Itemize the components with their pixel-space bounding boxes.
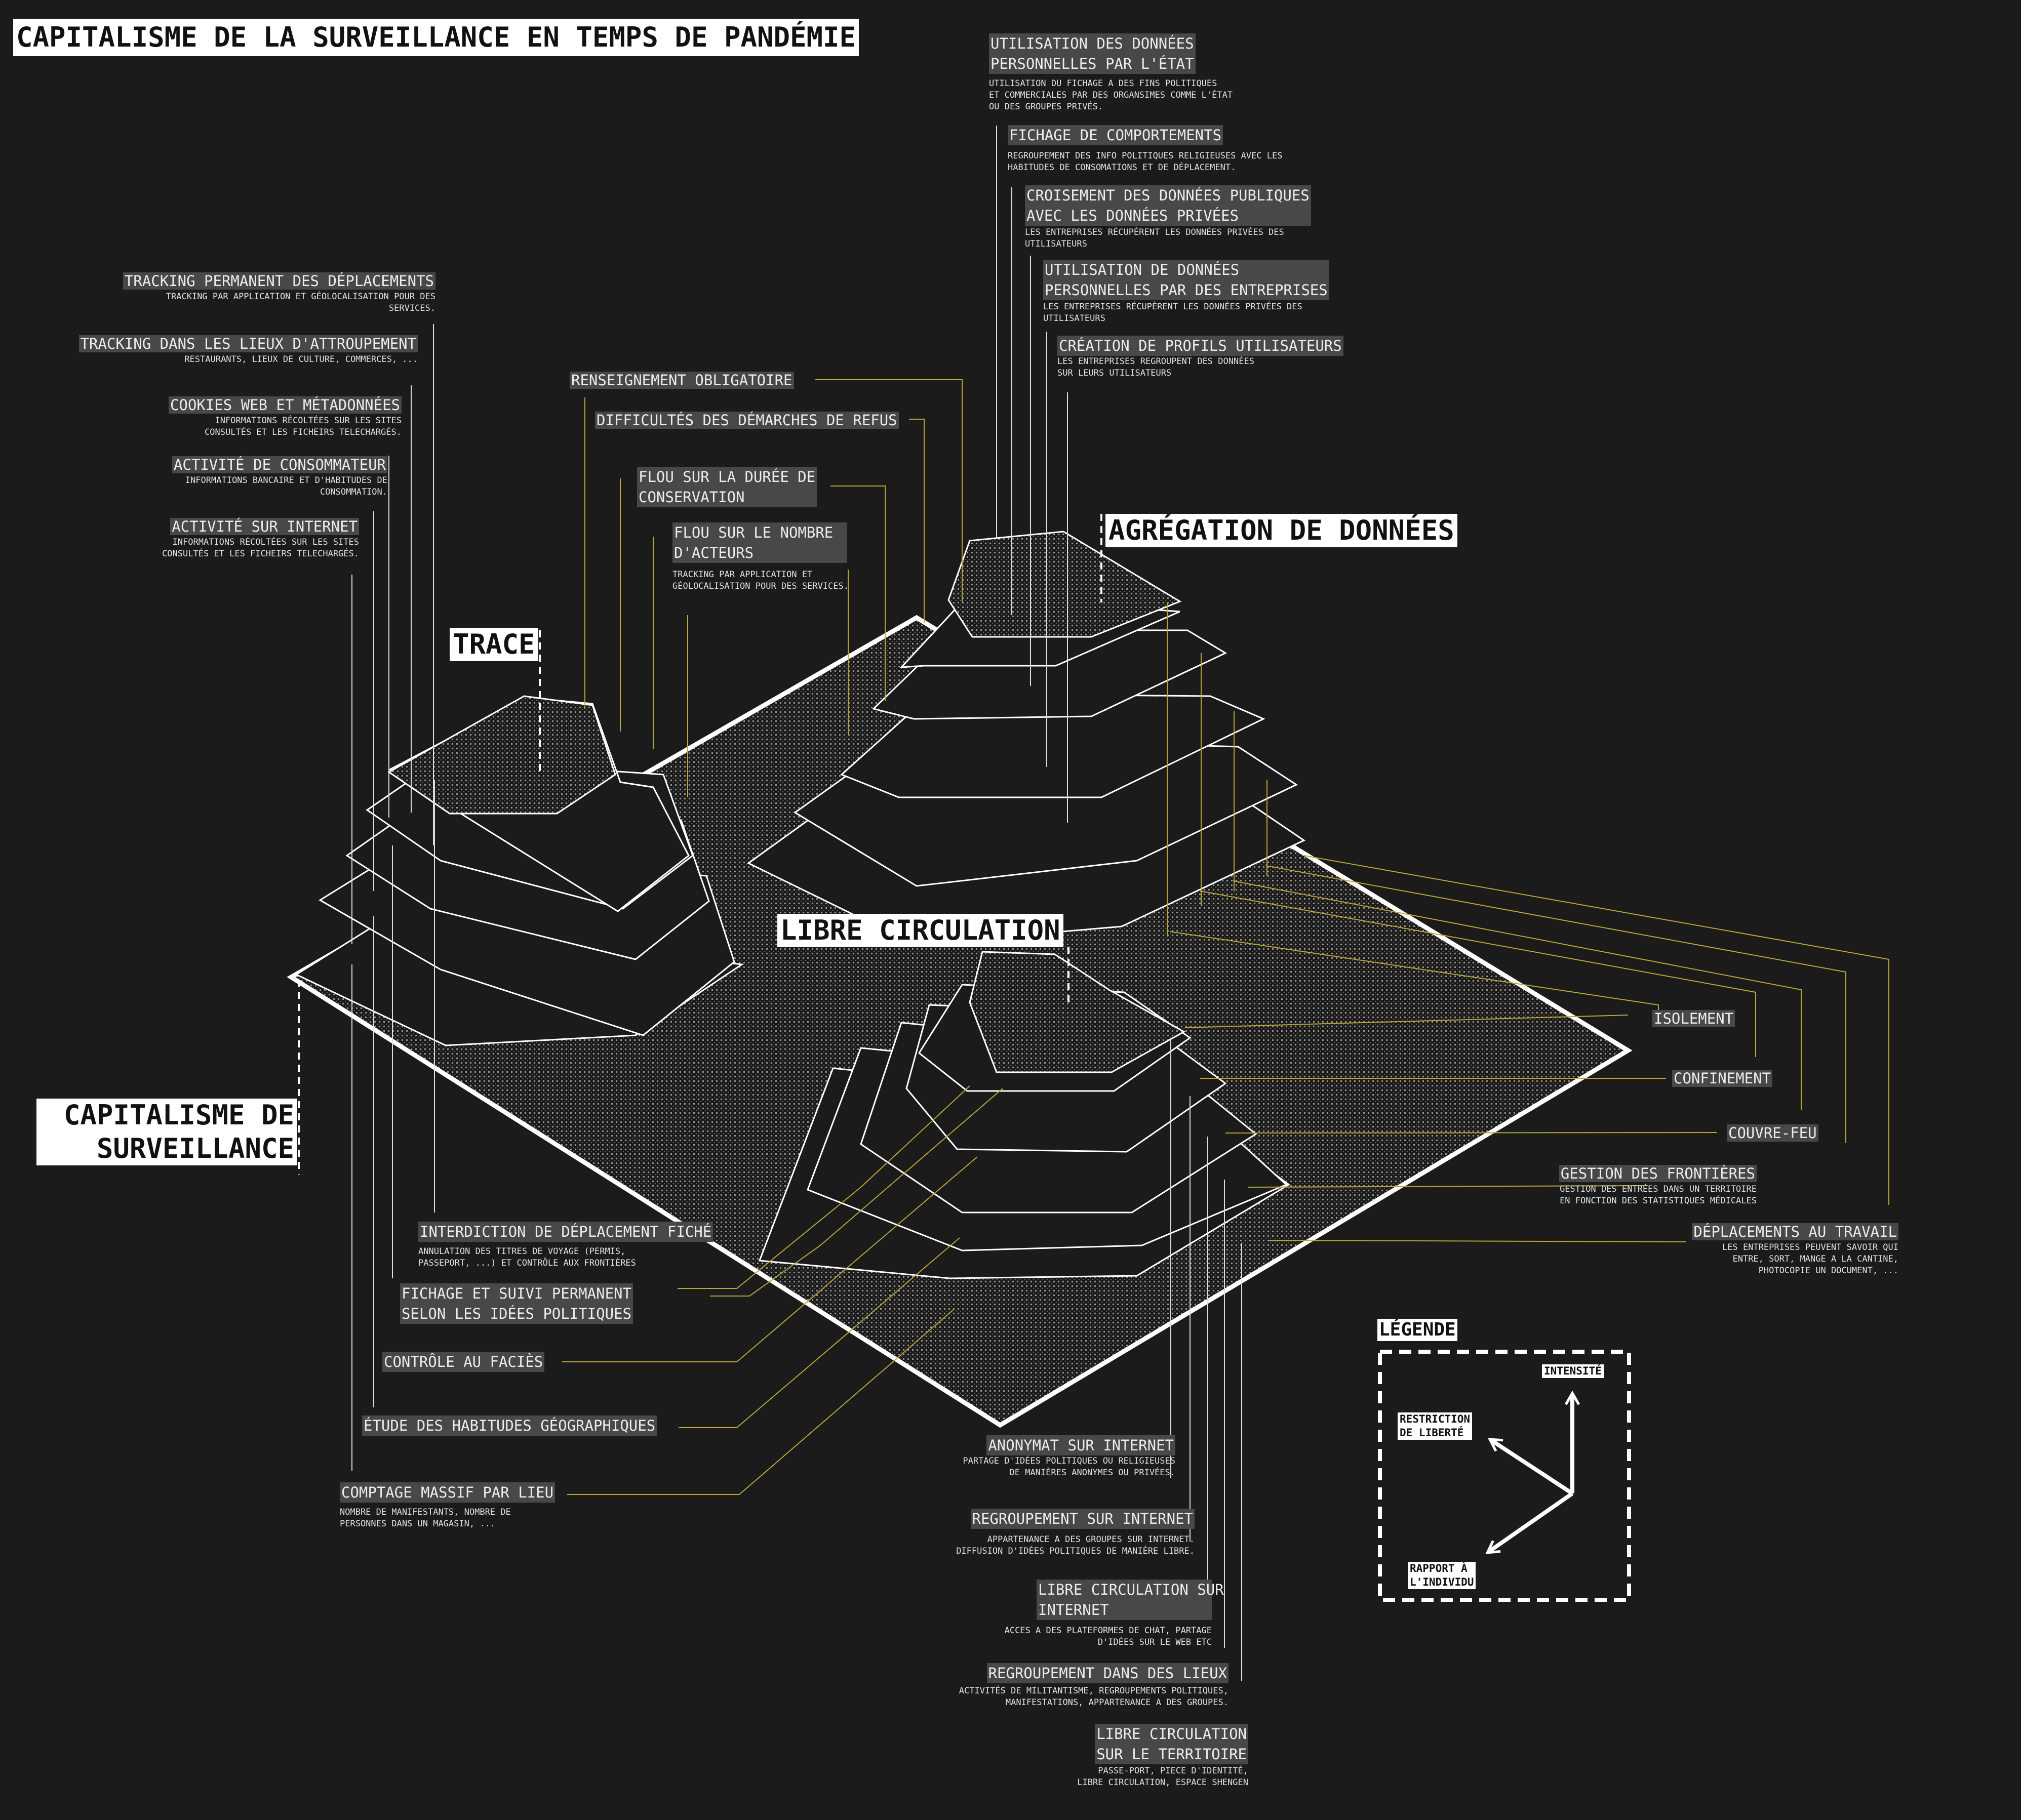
label-controle-facies: CONTRÔLE AU FACIÈS [382,1352,545,1372]
label-activite-internet: ACTIVITÉ SUR INTERNET INFORMATIONS RÉCOL… [162,518,359,559]
label-comptage-massif: COMPTAGE MASSIF PAR LIEU NOMBRE DE MANIF… [340,1482,556,1530]
trace-top [387,695,616,815]
label-cookies-web: COOKIES WEB ET MÉTADONNÉES INFORMATIONS … [169,395,402,438]
label-profils-utilisateurs: CRÉATION DE PROFILS UTILISATEURS LES ENT… [1057,336,1343,379]
label-interdiction-deplacement: INTERDICTION DE DÉPLACEMENT FICHÉ ANNULA… [418,1222,714,1269]
label-habitudes-geographiques: ÉTUDE DES HABITUDES GÉOGRAPHIQUES [362,1415,657,1436]
leader-lines [562,379,1889,1495]
legend-intensite: INTENSITÉ [1542,1364,1604,1378]
pillar-libre-title: LIBRE CIRCULATION [777,914,1063,947]
pillar-dashes [298,514,1102,1175]
label-renseignement-obligatoire: RENSEIGNEMENT OBLIGATOIRE [570,370,794,390]
label-tracking-attroupement: TRACKING DANS LES LIEUX D'ATTROUPEMENT R… [78,334,418,366]
pillar-trace-title: TRACE [450,628,538,661]
label-confinement: CONFINEMENT [1672,1068,1773,1088]
pillar-agregation-title: AGRÉGATION DE DONNÉES [1105,514,1457,547]
legend-diagram [1378,1350,1631,1602]
label-anonymat-internet: ANONYMAT SUR INTERNET PARTAGE D'IDÉES PO… [963,1435,1175,1479]
label-couvre-feu: COUVRE-FEU [1727,1123,1818,1143]
label-tracking-permanent: TRACKING PERMANENT DES DÉPLACEMENTS TRAC… [123,271,435,314]
label-regroupement-lieux: REGROUPEMENT DANS DES LIEUX ACTIVITÉS DE… [959,1663,1229,1709]
label-stems [351,126,1242,1681]
label-gestion-frontieres: GESTION DES FRONTIÈRES GESTION DES ENTRÉ… [1559,1165,1757,1206]
legend-frame [1378,1350,1631,1602]
label-deplacements-travail: DÉPLACEMENTS AU TRAVAIL LES ENTREPRISES … [1692,1222,1898,1277]
legend-title: LÉGENDE [1377,1319,1457,1341]
label-activite-consommateur: ACTIVITÉ DE CONSOMMATEUR INFORMATIONS BA… [172,455,387,498]
agregation-top [947,531,1182,638]
libre-top [969,951,1186,1073]
label-difficultes-refus: DIFFICULTÉS DES DÉMARCHES DE REFUS [595,410,899,430]
label-fichage-comportements: FICHAGE DE COMPORTEMENTS REGROUPEMENT DE… [1008,125,1282,174]
label-isolement: ISOLEMENT [1652,1008,1735,1029]
label-regroupement-internet: REGROUPEMENT SUR INTERNET APPARTENANCE A… [956,1509,1195,1557]
page-title: CAPITALISME DE LA SURVEILLANCE EN TEMPS … [13,19,859,56]
